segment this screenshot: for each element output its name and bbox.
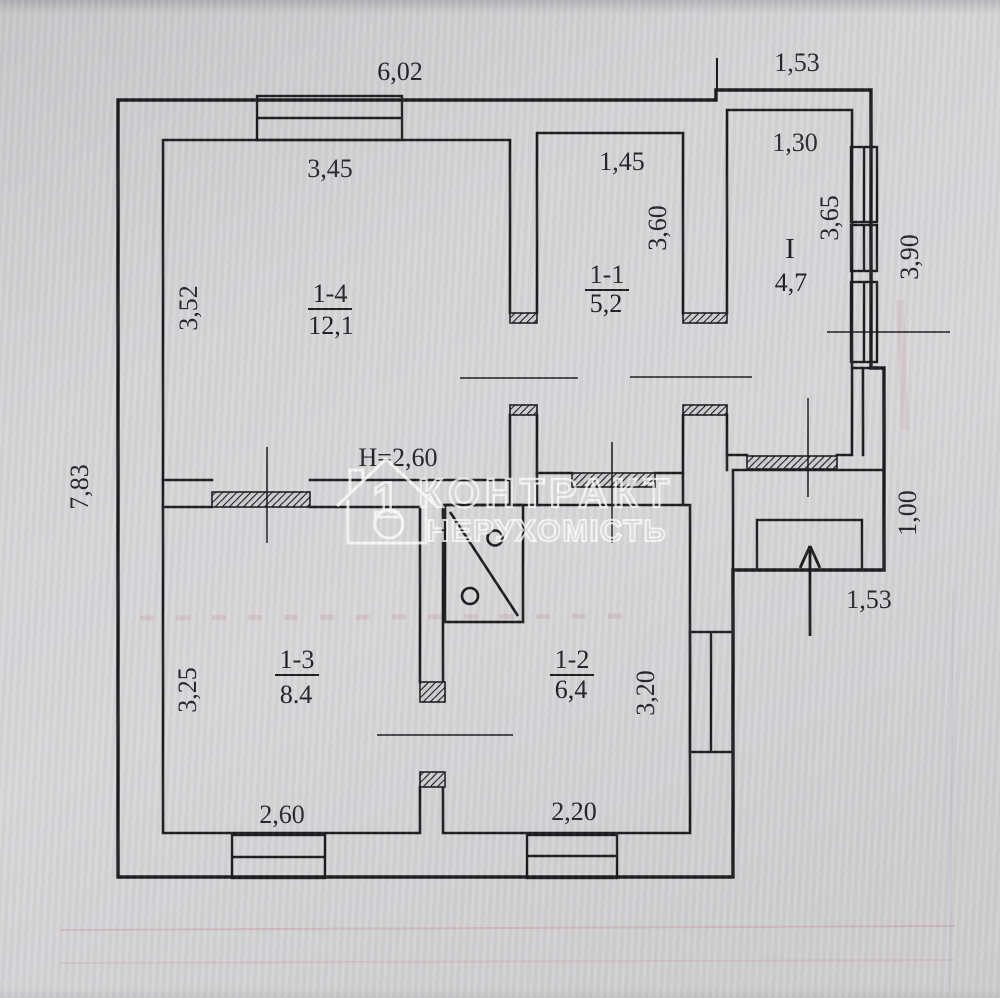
dim-room14-height: 3,52 [174, 285, 203, 331]
room12-area: 6,4 [555, 675, 588, 704]
window-right-veranda-lower [849, 280, 879, 364]
door-thresholds [211, 312, 838, 788]
room-labels: 1-4 12,1 1-1 5,2 I 4,7 1-3 8.4 1-2 6,4 [275, 233, 807, 709]
door-jamb-room13-room12-b [419, 771, 446, 788]
dim-top-right: 1,53 [774, 48, 820, 77]
door-jamb-room14-room11-b [509, 404, 538, 416]
watermark: 1 КОНТРАКТ НЕРУХОМІСТЬ [335, 456, 674, 549]
watermark-logo-digit: 1 [372, 472, 400, 528]
paper-bleed-marks [59, 299, 956, 991]
dim-left-outer: 7,83 [65, 464, 94, 510]
room13-id: 1-3 [280, 645, 315, 674]
door-entrance-veranda [746, 455, 838, 470]
veranda-area: 4,7 [775, 268, 808, 297]
room14-id: 1-4 [313, 279, 348, 308]
door-jamb-room14-room11-a [509, 312, 538, 324]
room14-area: 12,1 [308, 311, 354, 340]
dim-porch-width: 1,53 [846, 585, 892, 614]
door-jamb-room13-room12-a [419, 681, 446, 703]
dim-right-outer: 3,90 [895, 234, 924, 280]
opening-centerlines [266, 331, 950, 736]
ceiling-height-label: H=2,60 [359, 443, 438, 472]
dim-veranda-width: 1,30 [772, 128, 818, 157]
window-right-veranda-middle [849, 223, 879, 273]
entrance-arrow [798, 545, 822, 636]
door-room11-room12 [571, 472, 656, 488]
window-top-room14 [255, 94, 404, 142]
dim-room11-width: 1,45 [599, 147, 645, 176]
room12-id: 1-2 [555, 645, 590, 674]
dim-room13-height: 3,25 [173, 667, 202, 713]
room13-area: 8.4 [280, 680, 313, 709]
dimension-labels: 6,02 1,53 7,83 3,90 1,00 1,53 3,45 3,52 … [65, 48, 924, 829]
watermark-house-logo-icon [335, 456, 438, 545]
dim-room12-width: 2,20 [551, 797, 597, 826]
room11-id: 1-1 [590, 260, 625, 289]
window-right-room12 [688, 630, 735, 754]
dim-room11-height: 3,60 [643, 205, 672, 251]
watermark-brand-line1: КОНТРАКТ [418, 470, 674, 516]
windows [230, 94, 879, 880]
window-right-veranda-upper [849, 145, 879, 224]
dim-room13-width: 2,60 [259, 800, 305, 829]
dim-veranda-height: 3,65 [815, 195, 844, 241]
window-bottom-room12 [525, 833, 619, 880]
door-jamb-room11-veranda-a [682, 312, 728, 324]
dim-room14-width: 3,45 [307, 154, 353, 183]
dim-room12-height: 3,20 [631, 670, 660, 716]
door-jamb-room11-veranda-b [682, 404, 728, 416]
dim-top-main: 6,02 [377, 57, 423, 86]
window-bottom-room13 [230, 833, 327, 880]
veranda-id: I [785, 233, 795, 265]
dim-porch-height: 1,00 [893, 490, 922, 536]
room11-area: 5,2 [590, 289, 623, 318]
watermark-brand-line2: НЕРУХОМІСТЬ [427, 513, 667, 548]
door-room14-room13 [211, 491, 311, 508]
stove-symbol [443, 503, 525, 624]
